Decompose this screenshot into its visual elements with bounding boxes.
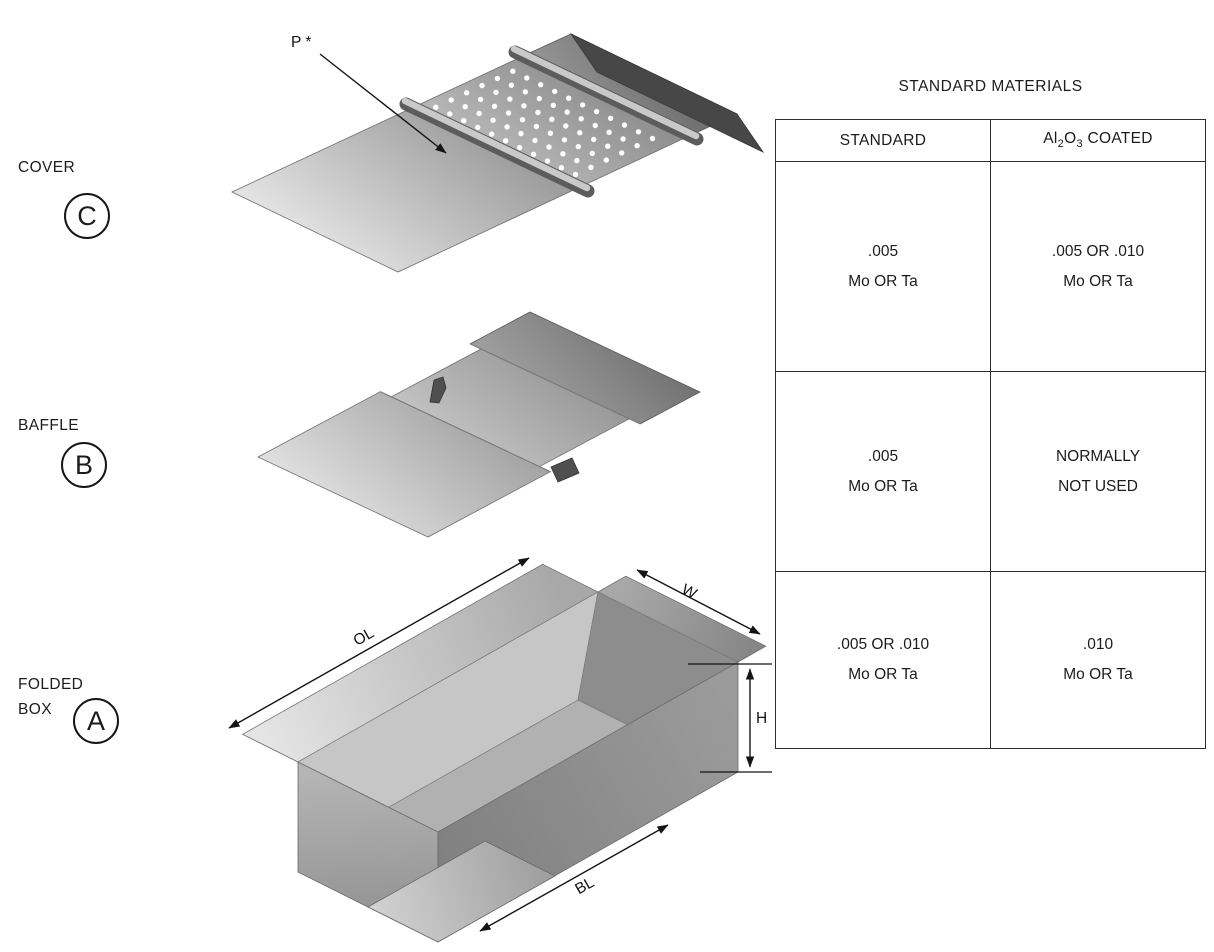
cell-box-coated: .010 Mo OR Ta — [990, 571, 1206, 749]
cell-baffle-standard: .005 Mo OR Ta — [775, 371, 991, 572]
cell-line: NORMALLY — [1055, 447, 1141, 465]
dim-ol-arrow — [228, 557, 530, 729]
dimensions: OL W H BL P * — [228, 34, 772, 932]
al2o3-text: O — [1064, 130, 1077, 148]
part-circle-b: B — [61, 442, 107, 488]
al2o3-subscript: 2 — [1057, 138, 1065, 151]
cover-drawing — [231, 32, 765, 273]
part-label-text: FOLDED — [18, 676, 84, 693]
cell-cover-standard: .005 Mo OR Ta — [775, 161, 991, 372]
cell-line: .005 OR .010 — [836, 636, 930, 653]
baffle-tab — [550, 457, 580, 483]
materials-title: STANDARD MATERIALS — [898, 78, 1083, 95]
dim-h-label: H — [756, 710, 767, 727]
part-label-folded-box: FOLDED BOX — [18, 672, 83, 722]
circle-letter: C — [77, 200, 97, 231]
al2o3-text: COATED — [1082, 130, 1153, 148]
cell-line: .010 — [1082, 636, 1114, 653]
cell-line: NOT USED — [1058, 477, 1138, 495]
cover-ridge — [401, 97, 591, 192]
table-row: .005 Mo OR Ta NORMALLY NOT USED — [775, 371, 1206, 572]
circle-letter: B — [74, 449, 93, 480]
part-label-text: BOX — [18, 701, 52, 718]
baffle-tab — [429, 376, 447, 404]
cell-line: .005 — [867, 242, 899, 260]
baffle-fold-line — [380, 391, 551, 473]
col-header-al2o3-coated: Al2O3 COATED — [990, 119, 1206, 162]
cell-line: .005 OR .010 — [1051, 242, 1145, 260]
cell-line: Mo OR Ta — [848, 666, 918, 683]
baffle-drawing — [257, 311, 701, 538]
cell-line: Mo OR Ta — [848, 272, 918, 290]
materials-table: STANDARD Al2O3 COATED .005 Mo OR Ta .005… — [775, 119, 1206, 749]
part-circle-a: A — [73, 698, 119, 744]
cover-ridge — [510, 45, 700, 140]
table-header-row: STANDARD Al2O3 COATED — [775, 119, 1206, 162]
part-label-text: BAFFLE — [18, 417, 79, 434]
cell-cover-coated: .005 OR .010 Mo OR Ta — [990, 161, 1206, 372]
col-header-standard: STANDARD — [775, 119, 991, 162]
part-label-text: COVER — [18, 159, 76, 176]
dim-w-label: W — [679, 581, 700, 603]
dim-w-arrow — [636, 569, 761, 635]
p-arrow — [319, 53, 447, 154]
part-circle-c: C — [64, 193, 110, 239]
circle-letter: A — [86, 705, 105, 736]
baffle-fold-line — [469, 343, 641, 425]
materials-panel: STANDARD MATERIALS STANDARD Al2O3 COATED… — [775, 78, 1206, 749]
cell-box-standard: .005 OR .010 Mo OR Ta — [775, 571, 991, 749]
part-label-cover: COVER — [18, 155, 75, 180]
p-star-label: P * — [291, 34, 311, 51]
al2o3-subscript: 3 — [1076, 138, 1083, 151]
part-label-baffle: BAFFLE — [18, 413, 79, 438]
al2o3-text: Al — [1043, 130, 1058, 148]
cell-line: Mo OR Ta — [1063, 272, 1133, 290]
cell-line: Mo OR Ta — [1063, 666, 1133, 683]
cell-line: .005 — [867, 447, 899, 465]
cover-folded-edge — [569, 32, 765, 154]
table-row: .005 OR .010 Mo OR Ta .010 Mo OR Ta — [775, 571, 1206, 749]
dim-bl-arrow — [479, 824, 669, 932]
cover-perforation-dots — [433, 68, 656, 178]
cell-baffle-coated: NORMALLY NOT USED — [990, 371, 1206, 572]
table-row: .005 Mo OR Ta .005 OR .010 Mo OR Ta — [775, 161, 1206, 372]
box-drawing — [241, 563, 767, 943]
cell-line: Mo OR Ta — [848, 477, 918, 495]
